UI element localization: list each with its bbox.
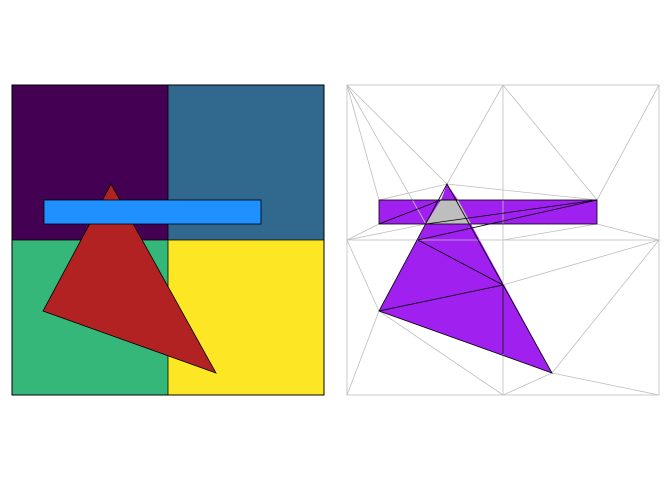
triangulation-mesh xyxy=(346,84,660,396)
mesh-edge xyxy=(596,84,660,201)
union-bar-right xyxy=(458,200,597,224)
mesh-edge xyxy=(346,84,380,201)
mesh-edge xyxy=(551,372,660,396)
right-panel xyxy=(346,84,660,396)
union-triangle xyxy=(379,224,552,373)
mesh-edge xyxy=(346,223,427,241)
left-panel-border xyxy=(11,84,325,396)
mesh-edge xyxy=(596,223,660,241)
red-triangle xyxy=(42,183,217,374)
mesh-edge xyxy=(346,223,380,241)
left-panel xyxy=(11,84,325,396)
mesh-edge xyxy=(346,84,427,225)
mesh-edge xyxy=(346,84,448,185)
union-region xyxy=(379,184,597,373)
mesh-edge xyxy=(502,223,598,241)
mesh-edge xyxy=(378,310,504,396)
inner-edge xyxy=(378,199,442,225)
mesh-edge xyxy=(446,183,598,201)
mesh-edge xyxy=(551,239,660,374)
triangle-outline xyxy=(378,183,553,374)
union-triangle-tip xyxy=(441,184,458,200)
quadrant-bottom-right xyxy=(168,240,324,395)
mesh-edge xyxy=(502,372,553,396)
region-outlines xyxy=(378,183,598,374)
inner-edge xyxy=(378,284,504,312)
mesh-edge xyxy=(346,310,380,396)
mesh-edge xyxy=(378,183,448,201)
blue-bar xyxy=(43,199,262,225)
inner-edge xyxy=(425,199,598,225)
mesh-edge xyxy=(502,84,598,201)
mesh-edge xyxy=(346,239,380,312)
mesh-edge xyxy=(502,239,660,286)
overlap-region xyxy=(426,200,471,224)
inner-edge xyxy=(417,239,504,286)
mesh-edge xyxy=(446,84,504,185)
inner-edge xyxy=(417,199,598,241)
